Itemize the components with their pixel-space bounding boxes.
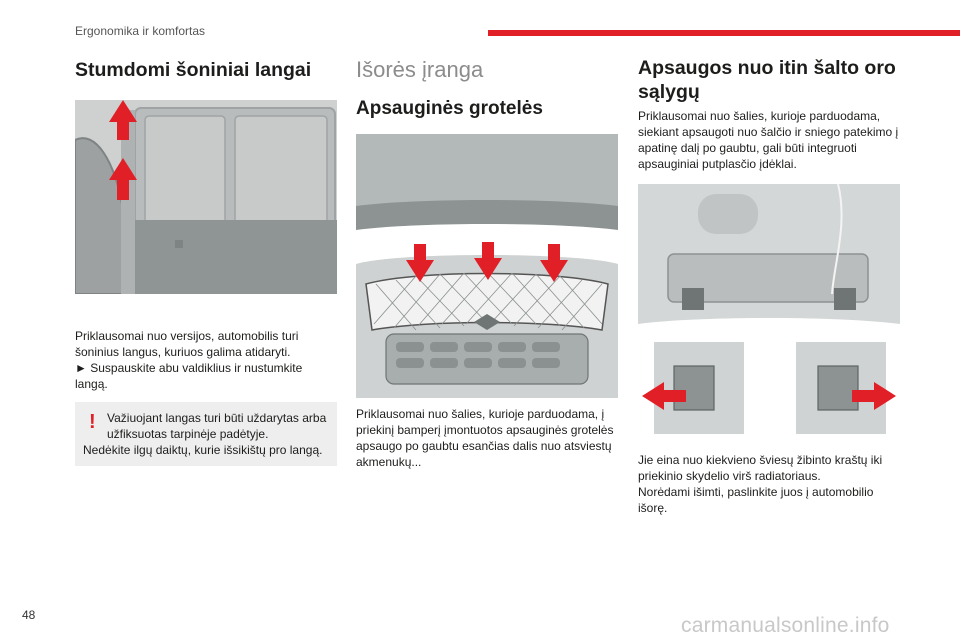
sliding-windows-description: Priklausomai nuo versijos, automobilis t… — [75, 329, 299, 359]
heading-cold-climate: Apsaugos nuo itin šalto oro sąlygų — [638, 57, 896, 103]
arrow-left-icon — [642, 382, 686, 410]
heading-exterior-equipment: Išorės įranga — [356, 57, 484, 82]
exclamation-icon: ! — [89, 411, 96, 433]
watermark: carmanualsonline.info — [681, 614, 890, 637]
arrow-right-icon — [852, 382, 896, 410]
cold-climate-illustration — [638, 184, 900, 440]
arrow-down-icon — [474, 242, 502, 280]
page-number: 48 — [22, 608, 36, 622]
cold-climate-intro: Priklausomai nuo šalies, kurioje parduod… — [638, 109, 899, 171]
header-accent-bar — [488, 30, 960, 36]
sliding-windows-step: ► Suspauskite abu valdiklius ir nustumki… — [75, 361, 303, 391]
section-title: Ergonomika ir komfortas — [75, 24, 206, 38]
arrow-down-icon — [540, 244, 568, 282]
cold-climate-extent: Jie eina nuo kiekvieno šviesų žibinto kr… — [638, 453, 883, 483]
protective-grille-illustration — [356, 134, 618, 398]
column-sliding-windows: Stumdomi šoniniai langai Priklausomai nu… — [75, 56, 337, 466]
heading-sliding-windows: Stumdomi šoniniai langai — [75, 59, 312, 81]
arrow-up-icon — [109, 100, 137, 140]
sliding-window-illustration — [75, 100, 337, 294]
arrow-up-icon — [109, 158, 137, 200]
warning-line-2: užfiksuotas tarpinėje padėtyje. — [107, 427, 269, 441]
column-cold-climate: Apsaugos nuo itin šalto oro sąlygų Prikl… — [638, 56, 900, 516]
arrow-down-icon — [406, 244, 434, 282]
heading-protective-grille: Apsauginės grotelės — [356, 98, 543, 119]
warning-line-3: Nedėkite ilgų daiktų, kurie išsikištų pr… — [83, 443, 323, 457]
protective-grille-description: Priklausomai nuo šalies, kurioje parduod… — [356, 407, 614, 469]
warning-line-1: Važiuojant langas turi būti uždarytas ar… — [107, 411, 327, 425]
cold-climate-removal: Norėdami išimti, paslinkite juos į autom… — [638, 485, 874, 515]
column-exterior-equipment: Išorės įranga Apsauginės grotelės — [356, 56, 618, 470]
warning-box: ! Važiuojant langas turi būti uždarytas … — [75, 402, 337, 466]
